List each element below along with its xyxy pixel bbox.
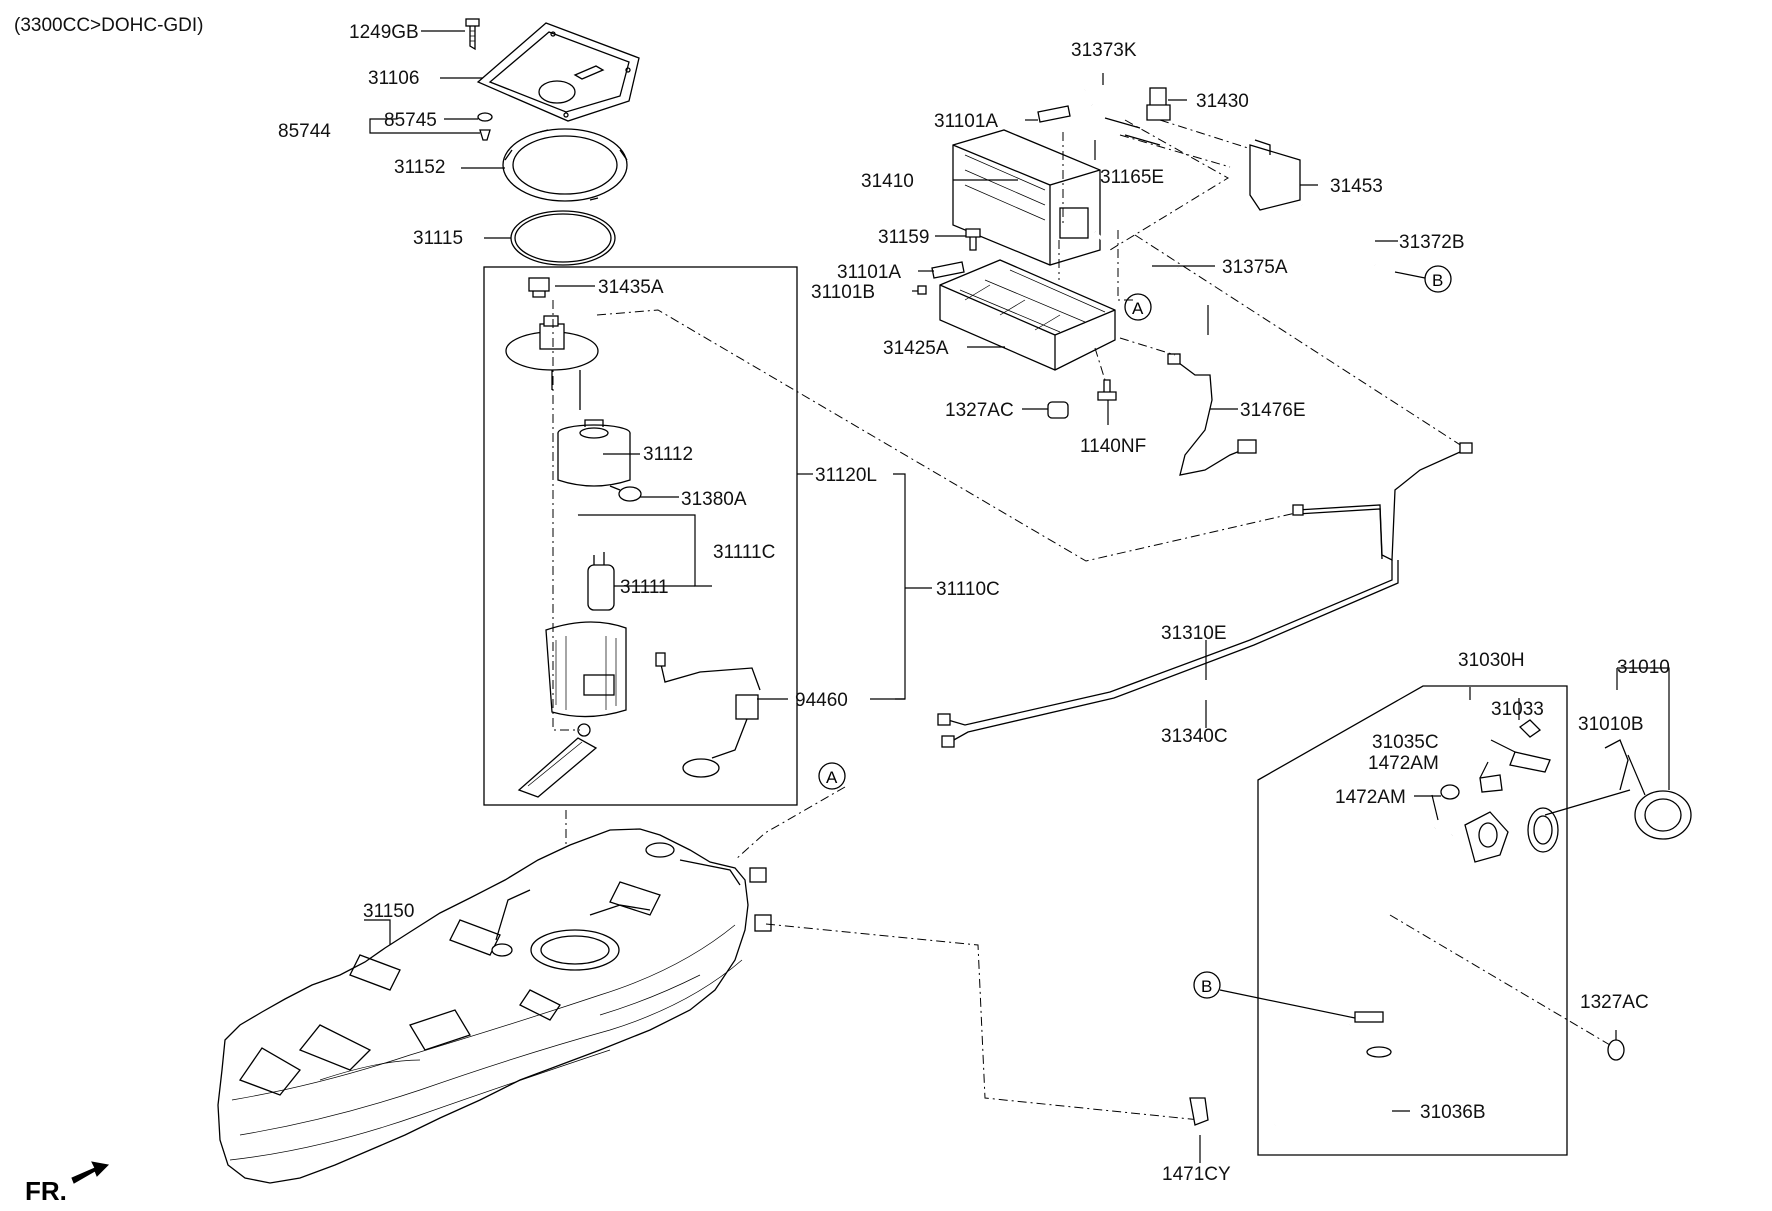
- label-31120l: 31120L: [815, 465, 877, 486]
- front-direction-label: FR.: [25, 1176, 67, 1206]
- label-1472am-b: 1472AM: [1335, 787, 1406, 808]
- label-31036b: 31036B: [1420, 1102, 1486, 1123]
- label-31375a: 31375A: [1222, 257, 1288, 278]
- clip-1471cy-drawing: [1189, 1097, 1209, 1126]
- label-31453: 31453: [1330, 176, 1383, 197]
- callout-b-upper-label: B: [1432, 271, 1443, 290]
- label-31159: 31159: [878, 227, 929, 248]
- callout-b-lower-label: B: [1201, 977, 1212, 996]
- fuel-pump-module-parts: [505, 277, 761, 798]
- label-31410: 31410: [861, 171, 914, 192]
- label-1327ac-bottom: 1327AC: [1580, 992, 1649, 1013]
- label-31111: 31111: [620, 577, 669, 598]
- label-31476e: 31476E: [1240, 400, 1306, 421]
- label-31010: 31010: [1617, 657, 1670, 678]
- callout-b-upper: [1424, 265, 1452, 293]
- lock-ring-31152-drawing: [502, 128, 628, 202]
- engine-spec-label: (3300CC>DOHC-GDI): [14, 15, 204, 36]
- callout-a-lower-label: A: [826, 768, 838, 787]
- callout-a-lower: [818, 762, 846, 790]
- label-31111c: 31111C: [713, 542, 775, 563]
- label-1249gb: 1249GB: [349, 22, 419, 43]
- callout-a-upper: [1124, 293, 1152, 321]
- label-31165e: 31165E: [1100, 167, 1164, 188]
- fuel-tank-31150-drawing: [217, 828, 772, 1184]
- label-31372b: 31372B: [1399, 232, 1465, 253]
- clip-85744-drawing: [479, 129, 491, 141]
- label-31035c: 31035C: [1372, 732, 1439, 753]
- label-31150: 31150: [363, 901, 414, 922]
- label-94460: 94460: [795, 690, 848, 711]
- label-31435a: 31435A: [598, 277, 664, 298]
- label-1140nf: 1140NF: [1080, 436, 1146, 457]
- label-31112: 31112: [643, 444, 693, 465]
- label-31106: 31106: [368, 68, 419, 89]
- label-31030h: 31030H: [1458, 650, 1525, 671]
- label-31101a-top: 31101A: [934, 111, 998, 132]
- label-31115: 31115: [413, 228, 463, 249]
- label-31110c: 31110C: [936, 579, 1000, 600]
- label-31425a: 31425A: [883, 338, 949, 359]
- label-31101a-mid: 31101A: [837, 262, 901, 283]
- gasket-31115-drawing: [510, 210, 616, 266]
- label-31101b: 31101B: [811, 282, 875, 303]
- label-85745: 85745: [384, 110, 437, 131]
- label-31152: 31152: [394, 157, 445, 178]
- label-1472am-a: 1472AM: [1368, 753, 1439, 774]
- callout-b-lower: [1193, 971, 1221, 999]
- fuel-pump-module-frame: [483, 266, 798, 806]
- fuel-pump-cover-group: [465, 18, 640, 266]
- label-31010b: 31010B: [1578, 714, 1644, 735]
- label-31340c: 31340C: [1161, 726, 1228, 747]
- callout-a-upper-label: A: [1132, 299, 1144, 318]
- filler-neck-parts: [1274, 719, 1692, 1135]
- washer-85745-drawing: [477, 112, 493, 122]
- fuel-line-drawing: [937, 442, 1473, 748]
- filler-neck-frame: [1257, 685, 1568, 1156]
- front-arrow-icon: [71, 1161, 110, 1184]
- label-31373k: 31373K: [1071, 40, 1137, 61]
- cover-plate-31106-drawing: [476, 22, 640, 122]
- canister-group: [917, 87, 1376, 476]
- label-31430: 31430: [1196, 91, 1249, 112]
- bolt-1249gb-drawing: [465, 18, 480, 51]
- label-31033: 31033: [1491, 699, 1544, 720]
- label-1327ac-top: 1327AC: [945, 400, 1014, 421]
- label-1471cy: 1471CY: [1162, 1164, 1231, 1185]
- label-31380a: 31380A: [681, 489, 747, 510]
- label-85744: 85744: [278, 121, 331, 142]
- label-31310e: 31310E: [1161, 623, 1227, 644]
